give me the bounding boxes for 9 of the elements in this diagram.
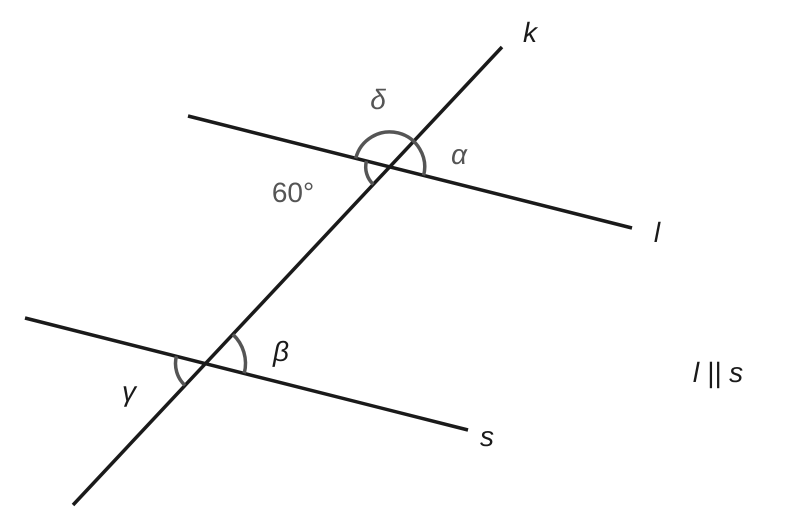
parallel-note: l || s	[692, 359, 744, 387]
angle-label: δ	[370, 86, 386, 114]
angle-label: γ	[122, 378, 136, 406]
line-label: s	[480, 423, 494, 451]
angle-label: α	[451, 141, 467, 169]
angle-label: 60°	[272, 179, 314, 207]
line-label: k	[523, 19, 537, 47]
line-label: l	[654, 219, 660, 247]
angle-label: β	[273, 338, 289, 366]
